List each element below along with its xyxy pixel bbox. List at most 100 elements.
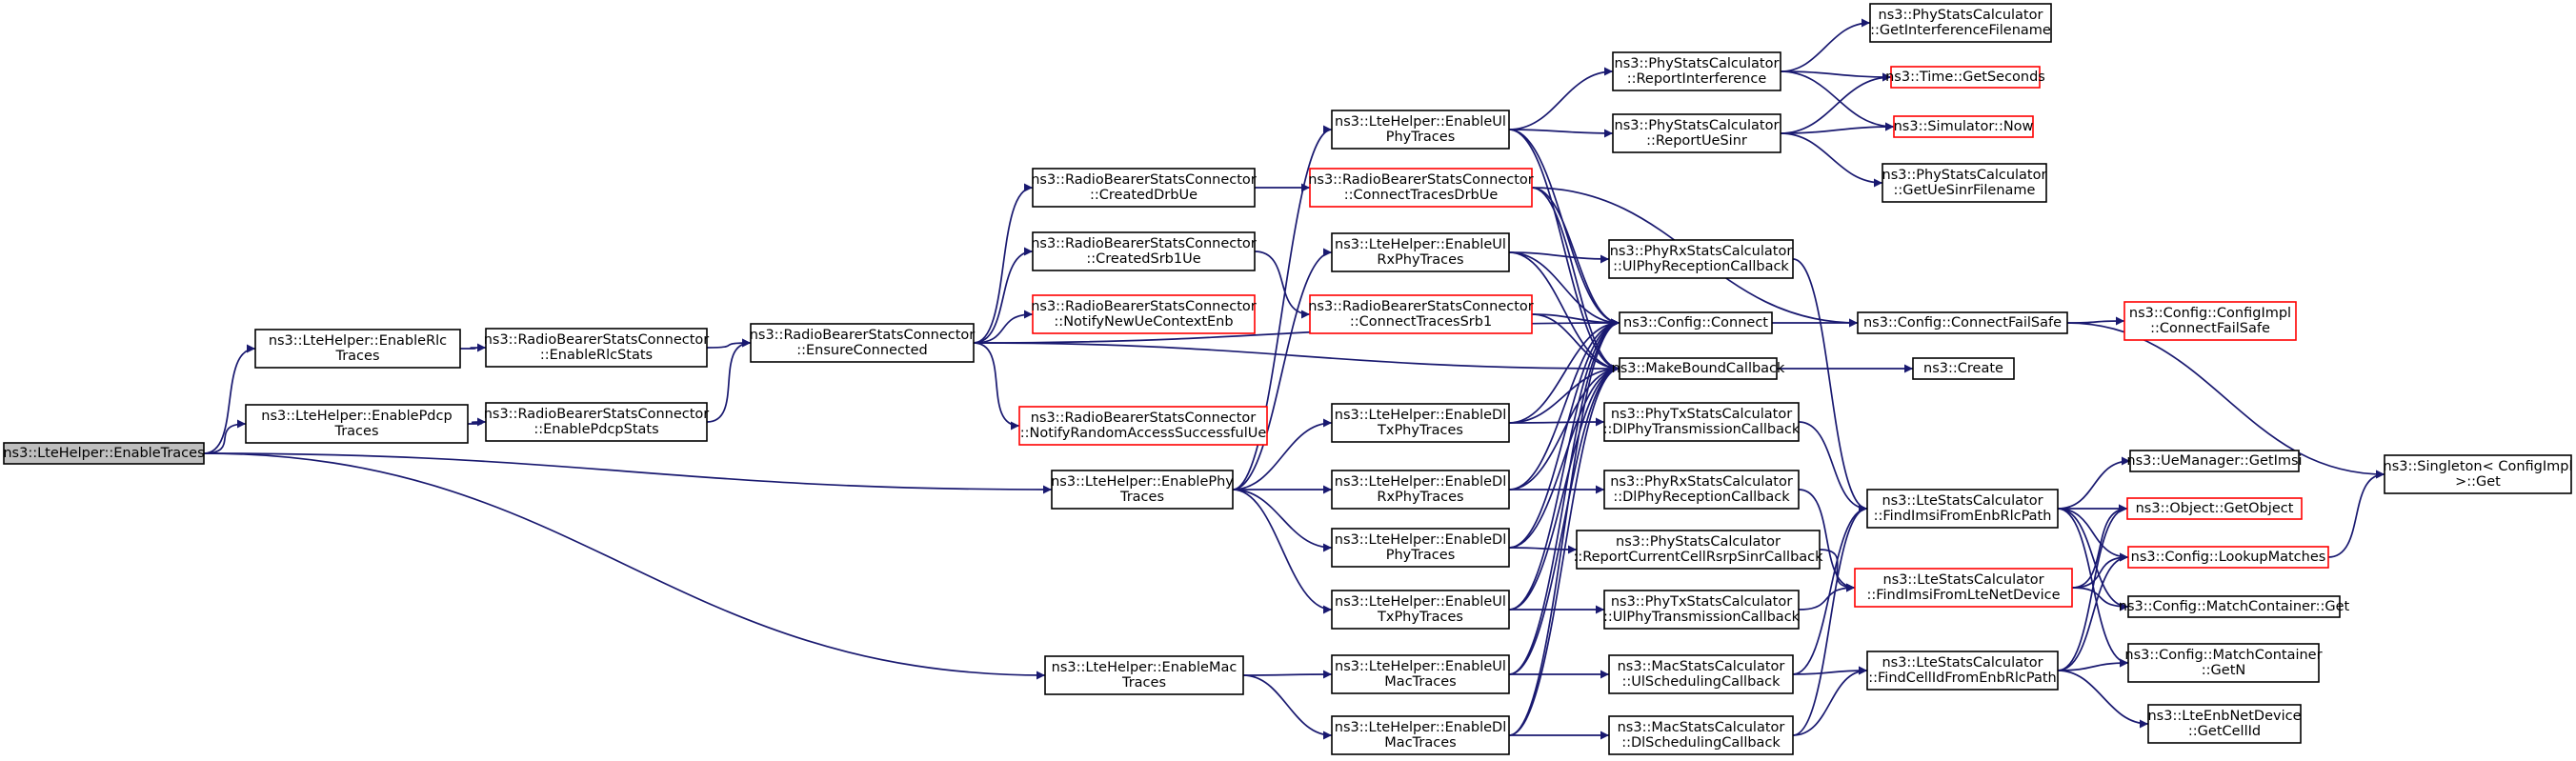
node-ue-manager-get-imsi[interactable]: ns3::UeManager::GetImsi [2126,450,2303,472]
node-box[interactable] [1603,590,1800,630]
node-report-ue-sinr[interactable]: ns3::PhyStatsCalculator::ReportUeSinr [1612,113,1781,153]
node-box[interactable] [2123,301,2297,341]
node-box[interactable] [1608,239,1794,279]
node-config-connect[interactable]: ns3::Config::Connect [1619,311,1773,334]
node-box[interactable] [1893,115,2034,138]
node-get-ue-sinr-filename[interactable]: ns3::PhyStatsCalculator::GetUeSinrFilena… [1882,163,2047,203]
node-box[interactable] [1576,530,1821,570]
node-ul-scheduling[interactable]: ns3::MacStatsCalculator::UlSchedulingCal… [1608,654,1794,694]
node-dl-phy-reception[interactable]: ns3::PhyRxStatsCalculator::DlPhyReceptio… [1603,470,1800,510]
node-match-container-get[interactable]: ns3::Config::MatchContainer::Get [2119,595,2350,618]
node-connect-fail-safe[interactable]: ns3::Config::ConnectFailSafe [1857,311,2068,334]
node-enable-traces[interactable]: ns3::LteHelper::EnableTraces [3,442,205,465]
node-box[interactable] [2126,497,2303,520]
node-box[interactable] [1032,168,1256,208]
node-box[interactable] [2127,643,2320,683]
node-object-get-object[interactable]: ns3::Object::GetObject [2126,497,2303,520]
node-box[interactable] [1608,715,1794,755]
node-match-container-get-n[interactable]: ns3::Config::MatchContainer::GetN [2124,643,2323,683]
node-box[interactable] [1331,715,1510,755]
node-box[interactable] [1890,66,2041,89]
node-create[interactable]: ns3::Create [1912,357,2015,380]
node-notify-new-ue[interactable]: ns3::RadioBearerStatsConnector::NotifyNe… [1031,294,1257,334]
node-box[interactable] [1603,470,1800,510]
node-box[interactable] [1331,470,1510,510]
node-created-drb-ue[interactable]: ns3::RadioBearerStatsConnector::CreatedD… [1031,168,1257,208]
node-box[interactable] [485,402,708,442]
node-ul-phy-transmission[interactable]: ns3::PhyTxStatsCalculator::UlPhyTransmis… [1603,590,1801,630]
node-box[interactable] [1608,654,1794,694]
node-box[interactable] [1331,590,1510,630]
node-config-impl-connect[interactable]: ns3::Config::ConfigImpl::ConnectFailSafe [2123,301,2297,341]
node-box[interactable] [485,328,708,368]
node-find-imsi-net-device[interactable]: ns3::LteStatsCalculator::FindImsiFromLte… [1854,568,2073,608]
node-box[interactable] [3,442,205,465]
node-box[interactable] [1912,357,2015,380]
node-find-cell-id[interactable]: ns3::LteStatsCalculator::FindCellIdFromE… [1866,651,2059,691]
node-box[interactable] [1619,357,1778,380]
node-box[interactable] [1612,113,1781,153]
node-enable-rlc-stats[interactable]: ns3::RadioBearerStatsConnector::EnableRl… [484,328,710,368]
node-enable-pdcp-stats[interactable]: ns3::RadioBearerStatsConnector::EnablePd… [484,402,710,442]
node-box[interactable] [1866,651,2059,691]
node-dl-phy-transmission[interactable]: ns3::PhyTxStatsCalculator::DlPhyTransmis… [1603,402,1801,442]
node-box[interactable] [1857,311,2068,334]
node-box[interactable] [254,329,461,369]
node-box[interactable] [1869,3,2052,43]
node-box[interactable] [1309,168,1533,208]
node-box[interactable] [1309,294,1533,334]
node-get-interference-filename[interactable]: ns3::PhyStatsCalculator::GetInterference… [1869,3,2052,43]
node-singleton-get[interactable]: ns3::Singleton< ConfigImpl >::Get [2384,454,2573,494]
node-box[interactable] [1018,406,1268,446]
node-connect-drb[interactable]: ns3::RadioBearerStatsConnector::ConnectT… [1308,168,1534,208]
node-report-current-cell[interactable]: ns3::PhyStatsCalculator::ReportCurrentCe… [1573,530,1823,570]
node-box[interactable] [1612,51,1781,91]
node-box[interactable] [1051,470,1234,510]
node-make-bound[interactable]: ns3::MakeBoundCallback [1612,357,1785,380]
node-lookup-matches[interactable]: ns3::Config::LookupMatches [2127,546,2329,569]
node-box[interactable] [1032,294,1256,334]
node-ul-phy-reception[interactable]: ns3::PhyRxStatsCalculator::UlPhyReceptio… [1608,239,1794,279]
node-box[interactable] [245,404,469,444]
node-box[interactable] [2127,595,2341,618]
node-get-cell-id[interactable]: ns3::LteEnbNetDevice::GetCellId [2147,704,2302,744]
node-box[interactable] [2127,546,2329,569]
node-dl-scheduling[interactable]: ns3::MacStatsCalculator::DlSchedulingCal… [1608,715,1794,755]
node-box[interactable] [1619,311,1773,334]
node-box[interactable] [2384,454,2572,494]
node-box[interactable] [1331,654,1510,694]
node-box[interactable] [1331,232,1510,272]
node-box[interactable] [2129,450,2300,472]
node-box[interactable] [1882,163,2047,203]
node-connect-srb1[interactable]: ns3::RadioBearerStatsConnector::ConnectT… [1308,294,1534,334]
node-time-get-seconds[interactable]: ns3::Time::GetSeconds [1885,66,2045,89]
node-box[interactable] [1331,528,1510,568]
node-created-srb1-ue[interactable]: ns3::RadioBearerStatsConnector::CreatedS… [1031,231,1257,271]
node-box[interactable] [1044,655,1244,695]
node-notify-random[interactable]: ns3::RadioBearerStatsConnector::NotifyRa… [1018,406,1268,446]
node-find-imsi-rlc[interactable]: ns3::LteStatsCalculator::FindImsiFromEnb… [1866,489,2059,529]
node-box[interactable] [1331,403,1510,443]
node-box[interactable] [1331,110,1510,150]
node-box[interactable] [1032,231,1256,271]
node-report-interference[interactable]: ns3::PhyStatsCalculator::ReportInterfere… [1612,51,1781,91]
node-box[interactable] [2147,704,2302,744]
node-ensure-connected[interactable]: ns3::RadioBearerStatsConnector::EnsureCo… [750,323,976,363]
node-simulator-now[interactable]: ns3::Simulator::Now [1893,115,2034,138]
node-box[interactable] [1866,489,2059,529]
node-box[interactable] [1603,402,1800,442]
node-box[interactable] [750,323,975,363]
node-box[interactable] [1854,568,2073,608]
